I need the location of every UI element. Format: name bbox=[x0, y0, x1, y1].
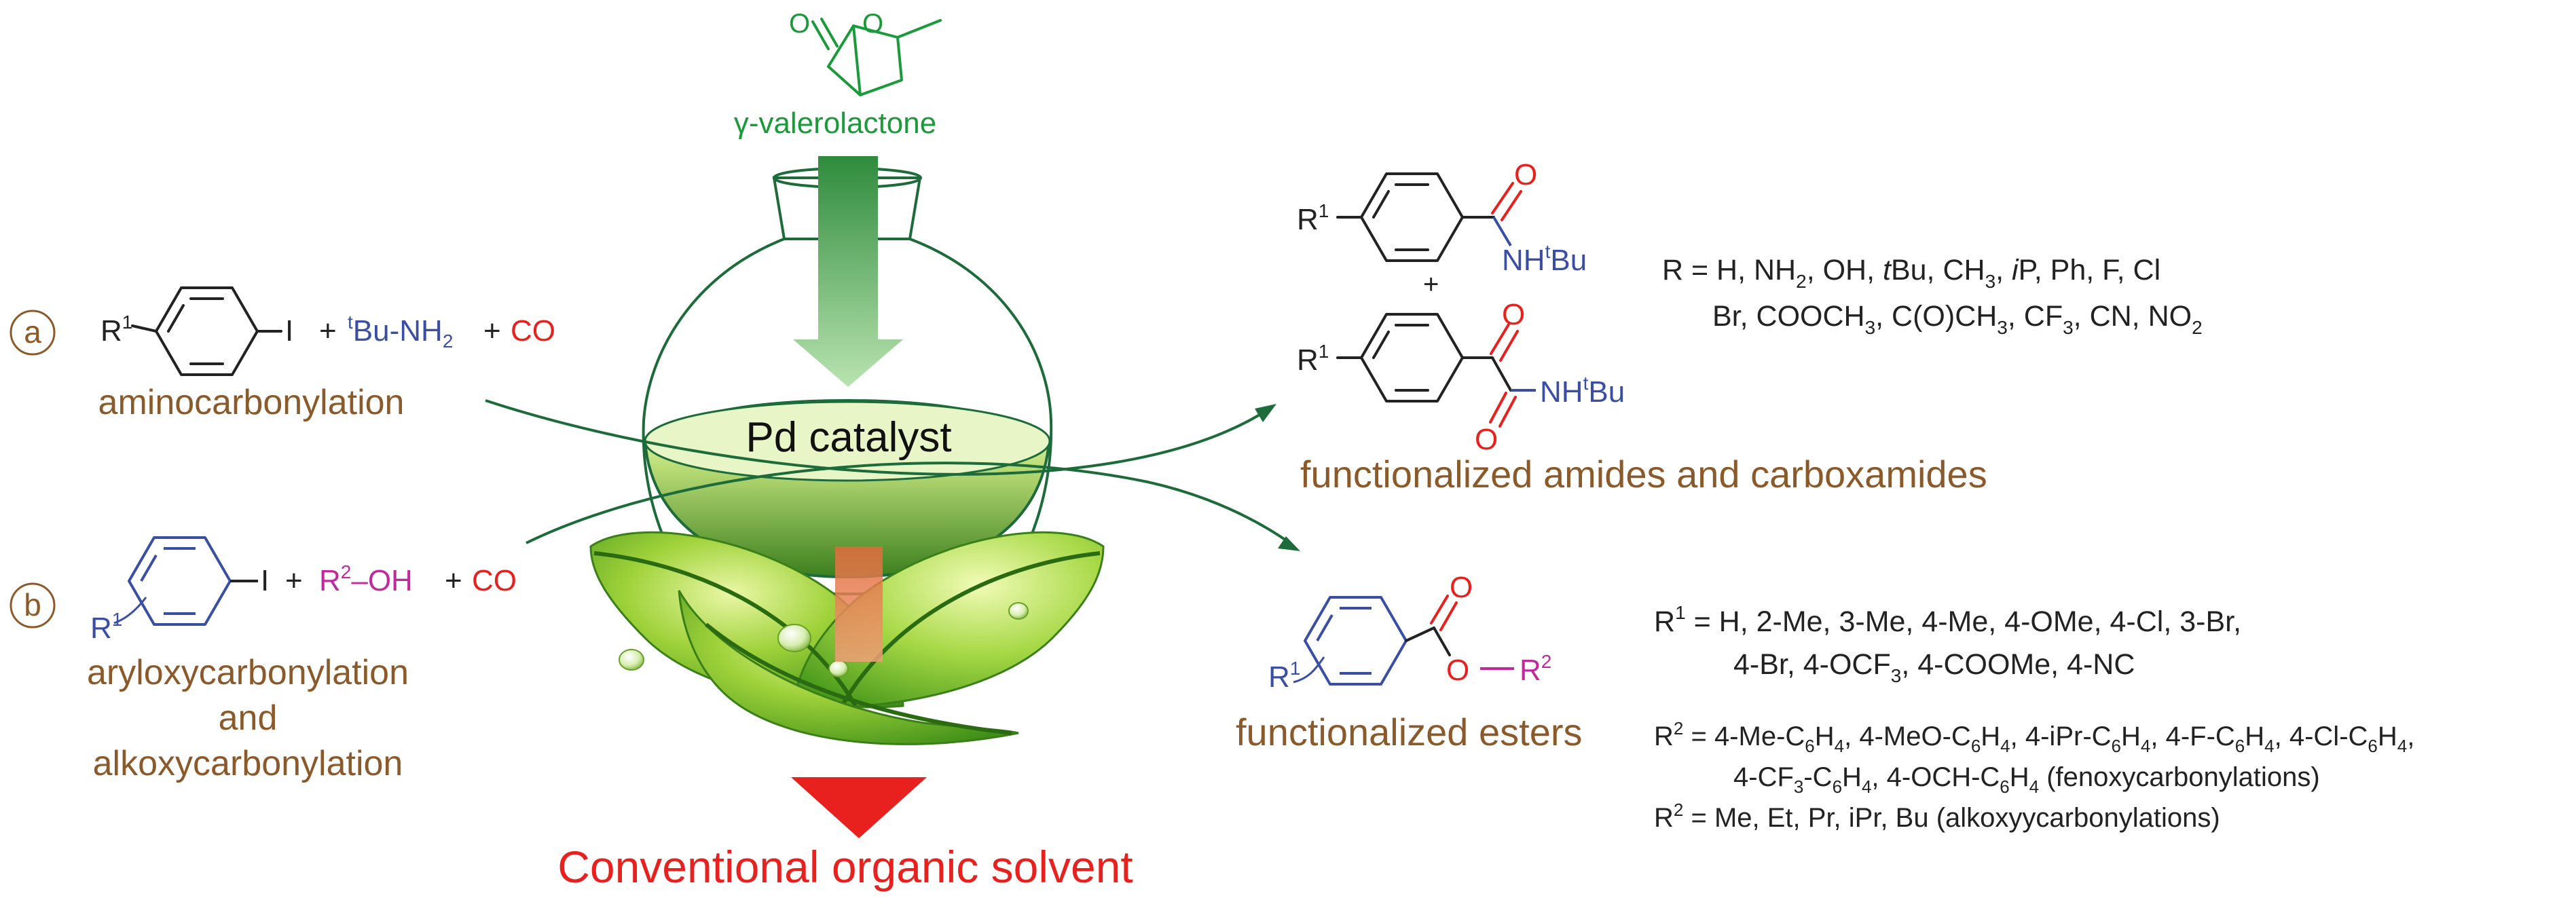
amine-reagent: tBu-NH2 bbox=[348, 312, 453, 352]
ketoamide-r1: R1 bbox=[1297, 341, 1329, 377]
marker-b-circle bbox=[10, 582, 56, 629]
plus-b-2: + bbox=[445, 564, 462, 597]
arrow-to-amides bbox=[485, 399, 1268, 476]
ketoamide-o1: O bbox=[1502, 298, 1525, 331]
lactone-ring-o: O bbox=[862, 9, 883, 39]
and-label: and bbox=[219, 698, 278, 738]
aminocarbonylation-label: aminocarbonylation bbox=[98, 383, 405, 422]
amide-structure bbox=[1336, 172, 1522, 262]
alcohol-reagent: R2–OH bbox=[319, 561, 413, 597]
amides-label: functionalized amides and carboxamides bbox=[1300, 453, 1987, 495]
substrate-a-benzene bbox=[131, 286, 282, 376]
marker-a: a bbox=[24, 314, 41, 350]
solvent-label: γ-valerolactone bbox=[734, 107, 936, 140]
lactone-carbonyl-o: O bbox=[789, 9, 810, 39]
ester-r1: R1 bbox=[1268, 658, 1300, 694]
plus-a-2: + bbox=[483, 314, 501, 348]
esters-label: functionalized esters bbox=[1236, 711, 1583, 753]
plus-b-1: + bbox=[285, 564, 303, 597]
arrow-to-esters-head bbox=[1278, 536, 1300, 551]
plus-a-1: + bbox=[319, 314, 337, 348]
substrate-b-r1: R1 bbox=[90, 609, 122, 645]
catalyst-label: Pd catalyst bbox=[746, 414, 951, 461]
ester-r2: R2 bbox=[1520, 651, 1551, 687]
conventional-solvent-arrow bbox=[791, 777, 927, 838]
ester-o: O bbox=[1446, 654, 1469, 687]
amide-r-list-line2: Br, COOCH3, C(O)CH3, CF3, CN, NO2 bbox=[1712, 300, 2203, 338]
ketoamide-nh: NHtBu bbox=[1540, 373, 1625, 409]
amide-o: O bbox=[1514, 158, 1537, 191]
amide-r-list-line1: R = H, NH2, OH, tBu, CH3, iP, Ph, F, Cl bbox=[1662, 254, 2160, 292]
ester-r2-list-line1: R2 = 4-Me-C6H4, 4-MeO-C6H4, 4-iPr-C6H4, … bbox=[1654, 718, 2414, 756]
substrate-b-benzene bbox=[113, 536, 258, 626]
green-leaves bbox=[589, 531, 1105, 745]
marker-a-circle bbox=[10, 310, 56, 356]
ester-r2-list-line3: R2 = Me, Et, Pr, iPr, Bu (alkoxyycarbony… bbox=[1654, 800, 2220, 833]
co-b: CO bbox=[472, 564, 517, 597]
ester-structure bbox=[1293, 595, 1514, 686]
substrate-a-r1: R1 bbox=[100, 312, 132, 348]
co-a: CO bbox=[511, 314, 555, 348]
ketoamide-structure bbox=[1336, 313, 1536, 428]
alkoxycarbonylation-label: alkoxycarbonylation bbox=[93, 744, 403, 783]
solvent-input-arrow bbox=[793, 156, 903, 387]
ester-r1-list-line1: R1 = H, 2-Me, 3-Me, 4-Me, 4-OMe, 4-Cl, 3… bbox=[1654, 602, 2241, 638]
ester-carbonyl-o: O bbox=[1450, 571, 1473, 604]
substrate-b-iodo: I bbox=[261, 564, 269, 597]
amide-nh: NHtBu bbox=[1502, 241, 1587, 277]
arrow-to-esters bbox=[526, 462, 1291, 544]
marker-b: b bbox=[24, 587, 41, 622]
substrate-a-iodo: I bbox=[285, 314, 293, 348]
aryloxycarbonylation-label: aryloxycarbonylation bbox=[87, 653, 409, 692]
ester-r1-list-line2: 4-Br, 4-OCF3, 4-COOMe, 4-NC bbox=[1733, 648, 2135, 686]
arrow-to-amides-head bbox=[1255, 404, 1276, 422]
ketoamide-o2: O bbox=[1475, 423, 1498, 456]
amide-r1: R1 bbox=[1297, 200, 1329, 236]
solvent-column bbox=[835, 546, 883, 662]
plus-amides: + bbox=[1423, 269, 1439, 299]
ester-r2-list-line2: 4-CF3-C6H4, 4-OCH-C6H4 (fenoxycarbonylat… bbox=[1733, 762, 2320, 797]
valerolactone-structure bbox=[811, 18, 942, 96]
conventional-solvent-label: Conventional organic solvent bbox=[557, 842, 1133, 892]
